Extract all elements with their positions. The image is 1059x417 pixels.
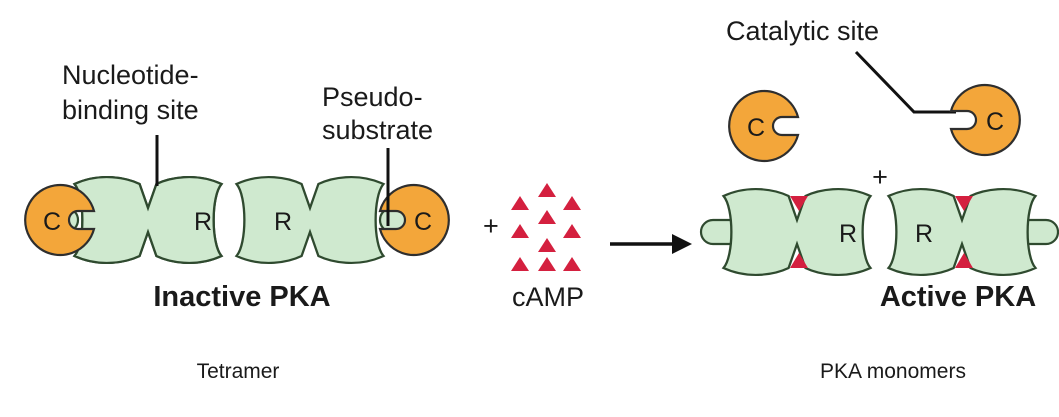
inactive-pka-label: Inactive PKA — [153, 281, 330, 313]
bound-camp-triangle — [790, 253, 808, 268]
catalytic-label-left: C — [43, 208, 61, 236]
catalytic-label-right: C — [414, 208, 432, 236]
bound-camp-triangle — [955, 196, 973, 211]
camp-triangle — [511, 224, 529, 238]
active-regulatory-subunit-2 — [887, 187, 1059, 277]
regulatory-label-1: R — [194, 208, 212, 236]
camp-triangle — [538, 257, 556, 271]
pseudo-label-line1: Pseudo- — [322, 82, 423, 112]
nucleotide-label-line1: Nucleotide- — [62, 60, 199, 90]
camp-triangle — [538, 210, 556, 224]
free-catalytic-label-1: C — [747, 114, 765, 142]
tetramer-caption: Tetramer — [197, 360, 280, 383]
active-regulatory-subunit-1 — [699, 187, 872, 277]
reaction-arrow — [610, 234, 692, 254]
camp-triangle — [563, 224, 581, 238]
camp-triangle — [538, 183, 556, 197]
monomers-caption: PKA monomers — [820, 360, 966, 383]
active-pka-label: Active PKA — [880, 281, 1036, 313]
regulatory-label-2: R — [274, 208, 292, 236]
plus-sign-right: + — [872, 162, 888, 192]
camp-triangle — [563, 196, 581, 210]
inactive-pka-complex: R R C C — [24, 175, 450, 265]
camp-label: cAMP — [512, 282, 584, 312]
catalytic-site-leader — [854, 50, 956, 114]
regulatory-dimer: R R — [699, 187, 1059, 277]
camp-triangle — [563, 257, 581, 271]
pseudo-label-line2: substrate — [322, 115, 433, 145]
active-regulatory-label-2: R — [915, 220, 933, 248]
active-regulatory-label-1: R — [839, 220, 857, 248]
camp-triangle — [538, 238, 556, 252]
catalytic-site-label: Catalytic site — [726, 16, 879, 46]
bound-camp-triangle — [790, 196, 808, 211]
camp-triangle — [511, 196, 529, 210]
camp-molecules — [511, 183, 581, 271]
regulatory-subunit-2 — [235, 175, 412, 265]
bound-camp-triangle — [955, 253, 973, 268]
camp-triangle — [511, 257, 529, 271]
plus-sign-left: + — [483, 211, 499, 241]
free-catalytic-label-2: C — [986, 108, 1004, 136]
nucleotide-label-line2: binding site — [62, 95, 199, 125]
